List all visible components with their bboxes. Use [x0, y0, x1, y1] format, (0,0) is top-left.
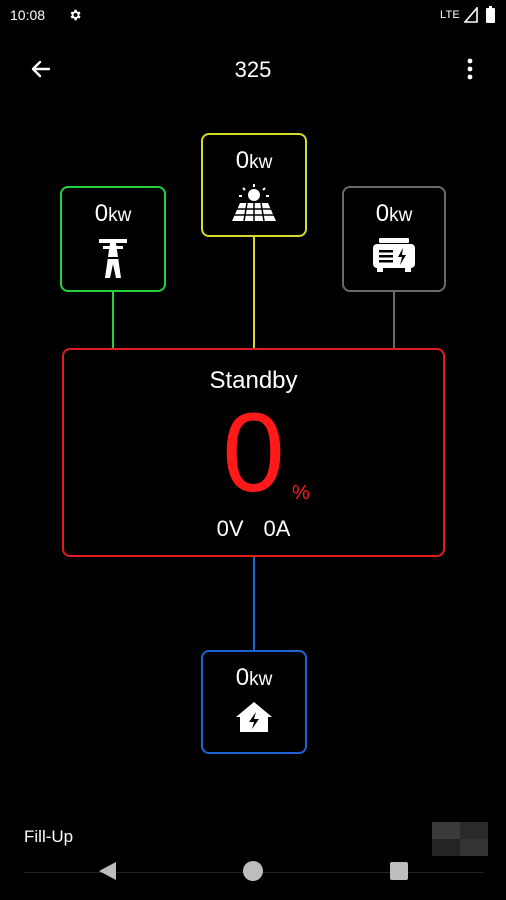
grid-connector-line: [112, 292, 114, 350]
back-button[interactable]: [26, 54, 56, 84]
nav-back-icon[interactable]: [96, 860, 118, 882]
solar-power-card[interactable]: 0kw: [201, 133, 307, 237]
battery-icon: [486, 6, 495, 23]
signal-icon: [464, 7, 478, 23]
page-title: 325: [234, 57, 272, 82]
generator-icon: [373, 238, 415, 272]
solar-connector-line: [253, 237, 255, 350]
network-type: LTE: [440, 9, 460, 21]
solar-power-value: 0kw: [235, 147, 273, 174]
arrow-back-icon: [31, 60, 51, 78]
battery-percent: 0: [222, 390, 285, 515]
grid-power-value: 0kw: [94, 200, 132, 227]
home-icon: [236, 702, 272, 732]
percent-sign: %: [292, 482, 310, 504]
blurred-thumbnail[interactable]: [432, 822, 488, 856]
grid-power-card[interactable]: 0kw: [60, 186, 166, 292]
home-load-value: 0kw: [235, 664, 273, 691]
voltage-value: 0V: [216, 516, 244, 541]
inverter-readings: 0V 0A: [64, 516, 443, 542]
generator-power-value: 0kw: [375, 200, 413, 227]
settings-gear-icon: [70, 9, 81, 21]
power-tower-icon: [99, 239, 127, 278]
home-connector-line: [253, 556, 255, 650]
more-options-button[interactable]: [458, 54, 482, 84]
generator-connector-line: [393, 292, 395, 350]
more-vertical-icon: [467, 58, 473, 80]
current-value: 0A: [263, 516, 291, 541]
inverter-state: Standby: [209, 367, 298, 394]
solar-panel-icon: [232, 184, 276, 222]
generator-power-card[interactable]: 0kw: [342, 186, 446, 292]
inverter-status-card[interactable]: Standby 0 % 0V 0A: [62, 348, 445, 557]
mode-label: Fill-Up: [24, 827, 74, 846]
nav-home-button[interactable]: [243, 861, 263, 881]
home-load-card[interactable]: 0kw: [201, 650, 307, 754]
status-time: 10:08: [10, 7, 46, 23]
nav-recents-button[interactable]: [390, 862, 408, 880]
